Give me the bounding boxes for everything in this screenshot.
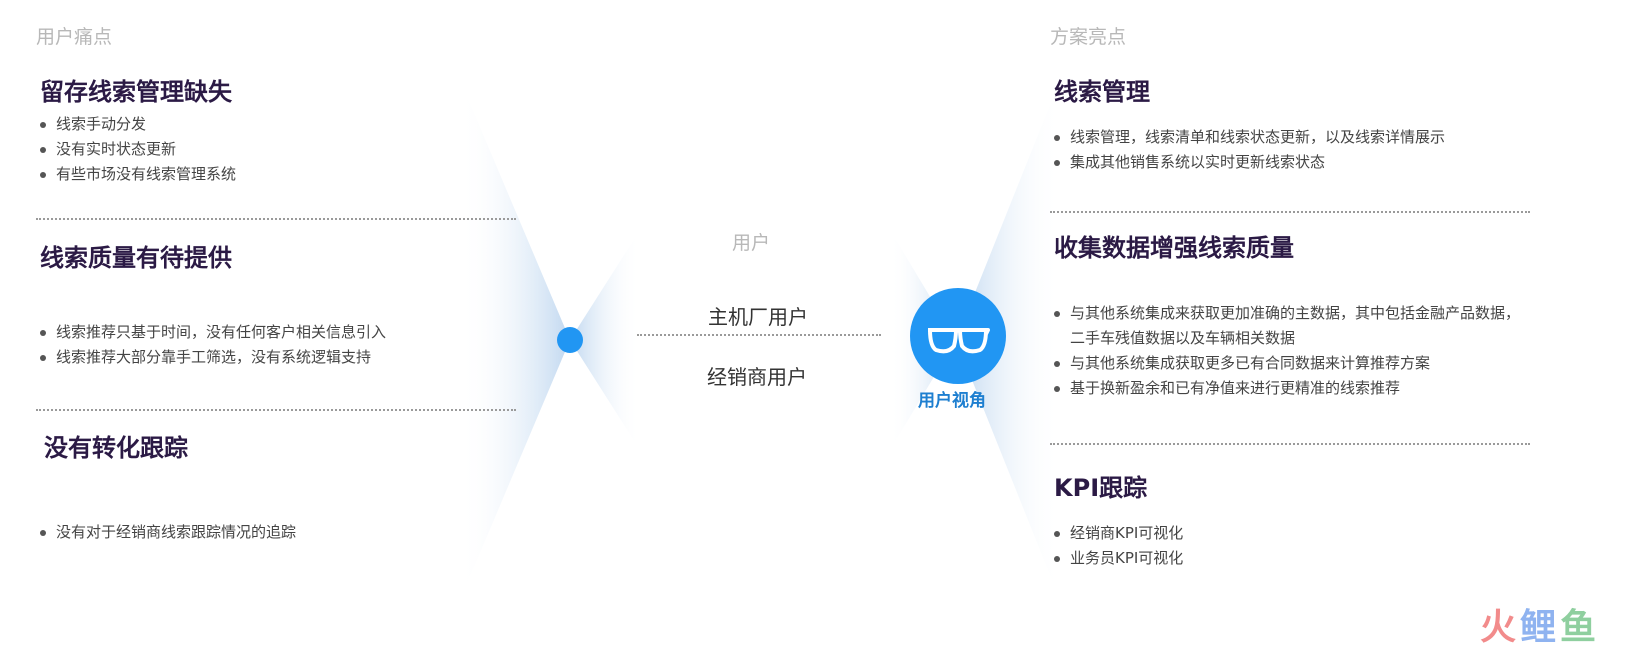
list-item: 集成其他销售系统以实时更新线索状态 — [1050, 150, 1520, 175]
connector-dot — [557, 327, 583, 353]
list-item: 业务员KPI可视化 — [1050, 546, 1183, 571]
highlights-label: 方案亮点 — [1050, 26, 1127, 48]
highlight-title: KPI跟踪 — [1054, 474, 1148, 502]
divider — [1050, 443, 1530, 445]
highlight-title: 收集数据增强线索质量 — [1054, 234, 1294, 262]
user-perspective-badge — [910, 288, 1006, 384]
list-item: 线索手动分发 — [36, 112, 236, 137]
highlight-title: 线索管理 — [1054, 78, 1150, 106]
list-item: 线索推荐只基于时间，没有任何客户相关信息引入 — [36, 320, 386, 345]
badge-label: 用户视角 — [918, 391, 986, 411]
glasses-icon — [928, 328, 990, 354]
list-item: 没有对于经销商线索跟踪情况的追踪 — [36, 520, 296, 545]
left-funnel-shape-inner — [570, 230, 640, 450]
users-label: 用户 — [732, 232, 771, 254]
list-item: 基于换新盈余和已有净值来进行更精准的线索推荐 — [1050, 376, 1525, 401]
right-funnel-shape — [956, 80, 1060, 600]
divider — [36, 409, 516, 411]
pain-title: 线索质量有待提供 — [40, 244, 232, 272]
watermark-logo: 火鲤鱼 — [1480, 607, 1601, 648]
list-item: 与其他系统集成获取更多已有合同数据来计算推荐方案 — [1050, 351, 1525, 376]
divider — [1050, 211, 1530, 213]
highlight-list: 经销商KPI可视化 业务员KPI可视化 — [1050, 521, 1183, 571]
list-item: 线索管理，线索清单和线索状态更新，以及线索详情展示 — [1050, 125, 1520, 150]
pain-title: 没有转化跟踪 — [44, 434, 188, 462]
highlight-list: 与其他系统集成来获取更加准确的主数据，其中包括金融产品数据，二手车残值数据以及车… — [1050, 301, 1525, 401]
pain-points-label: 用户痛点 — [36, 26, 113, 48]
list-item: 线索推荐大部分靠手工筛选，没有系统逻辑支持 — [36, 345, 386, 370]
pain-title: 留存线索管理缺失 — [40, 78, 232, 106]
list-item: 经销商KPI可视化 — [1050, 521, 1183, 546]
divider — [36, 218, 516, 220]
pain-list: 线索推荐只基于时间，没有任何客户相关信息引入 线索推荐大部分靠手工筛选，没有系统… — [36, 320, 386, 370]
left-funnel-shape — [460, 80, 570, 600]
list-item: 没有实时状态更新 — [36, 137, 236, 162]
pain-list: 线索手动分发 没有实时状态更新 有些市场没有线索管理系统 — [36, 112, 236, 187]
user-type: 经销商用户 — [707, 365, 807, 389]
user-type: 主机厂用户 — [708, 305, 808, 329]
list-item: 与其他系统集成来获取更加准确的主数据，其中包括金融产品数据，二手车残值数据以及车… — [1050, 301, 1525, 351]
highlight-list: 线索管理，线索清单和线索状态更新，以及线索详情展示 集成其他销售系统以实时更新线… — [1050, 125, 1520, 175]
list-item: 有些市场没有线索管理系统 — [36, 162, 236, 187]
divider — [637, 334, 881, 336]
pain-list: 没有对于经销商线索跟踪情况的追踪 — [36, 520, 296, 545]
